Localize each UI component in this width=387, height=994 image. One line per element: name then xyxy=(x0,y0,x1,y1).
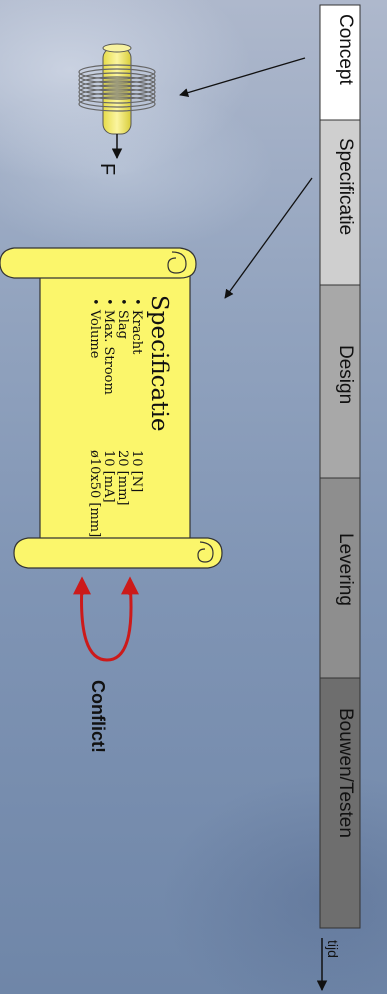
phase-label-specificatie: Specificatie xyxy=(335,138,356,236)
phase-label-bouwen-testen: Bouwen/Testen xyxy=(335,708,356,838)
spec-item-slag: • Slag xyxy=(115,298,130,339)
spec-item-kracht: • Kracht xyxy=(129,298,144,355)
phase-label-concept: Concept xyxy=(335,14,356,85)
phase-bar-design xyxy=(319,284,361,479)
phase-bar-bouwen-testen xyxy=(319,677,361,929)
specificatie-arrow xyxy=(224,177,313,299)
actuator-coil-icon xyxy=(78,43,156,160)
conflict-label: Conflict! xyxy=(88,680,108,753)
force-label: F xyxy=(96,163,118,176)
timeline-label: tijd xyxy=(325,940,341,958)
phase-bar-specificatie xyxy=(319,119,361,286)
concept-arrow xyxy=(179,57,306,98)
phase-label-design: Design xyxy=(335,345,356,405)
spec-value-slag: 20 [mm] xyxy=(115,450,130,506)
spec-value-max-stroom: 10 [mA] xyxy=(101,450,116,503)
phase-bar-concept xyxy=(319,4,361,121)
spec-item-volume: • Volume xyxy=(87,298,102,359)
spec-value-kracht: 10 [N] xyxy=(129,450,144,493)
conflict-arrows xyxy=(80,582,133,662)
phase-label-levering: Levering xyxy=(335,533,356,606)
specification-scroll xyxy=(0,247,223,569)
spec-title: Specificatie xyxy=(146,295,172,432)
spec-value-volume: ø10x50 [mm] xyxy=(87,450,102,538)
spec-item-max-stroom: • Max. Stroom xyxy=(101,298,116,395)
